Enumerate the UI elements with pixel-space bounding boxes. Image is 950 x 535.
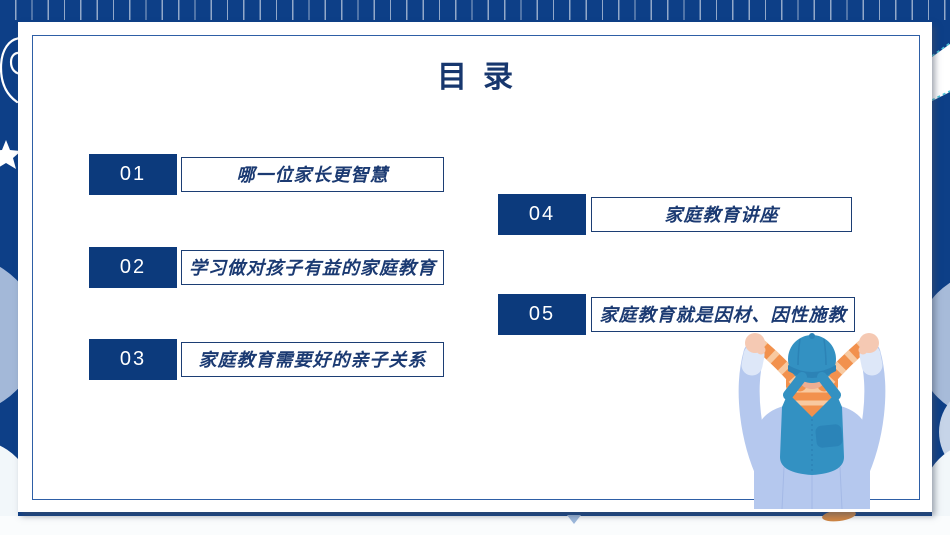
parent-child-illustration <box>738 333 886 509</box>
cloud-shape <box>0 266 18 404</box>
toc-label-box: 家庭教育就是因材、因性施教 <box>591 297 855 332</box>
triangle-decor <box>567 515 581 524</box>
cloud-shape-light <box>939 401 950 463</box>
top-tick-border <box>0 0 950 20</box>
toc-label-box: 哪一位家长更智慧 <box>181 157 444 192</box>
toc-label-box: 学习做对孩子有益的家庭教育 <box>181 250 444 285</box>
bottom-white-strip <box>0 516 950 535</box>
toc-label-box: 家庭教育讲座 <box>591 197 852 232</box>
star-icon <box>0 140 18 169</box>
snow-cloud-shape <box>932 450 950 535</box>
snow-cloud-shape <box>0 445 18 535</box>
left-decor-strip <box>0 0 18 535</box>
toc-number-badge: 02 <box>89 247 177 288</box>
toc-number-badge: 03 <box>89 339 177 380</box>
spiral-swirl-icon <box>0 37 18 104</box>
right-decor-strip <box>932 0 950 535</box>
content-panel: 目录 01 哪一位家长更智慧 02 学习做对孩子有益的家庭教育 03 家庭教育需… <box>18 22 932 512</box>
toc-number-badge: 04 <box>498 194 586 235</box>
toc-number-badge: 01 <box>89 154 177 195</box>
dashed-line-top <box>932 42 950 57</box>
page-title: 目录 <box>437 60 529 95</box>
toc-label-box: 家庭教育需要好的亲子关系 <box>181 342 444 377</box>
cloud-shape <box>932 282 950 408</box>
toc-number-badge: 05 <box>498 294 586 335</box>
snow-band <box>932 44 950 101</box>
